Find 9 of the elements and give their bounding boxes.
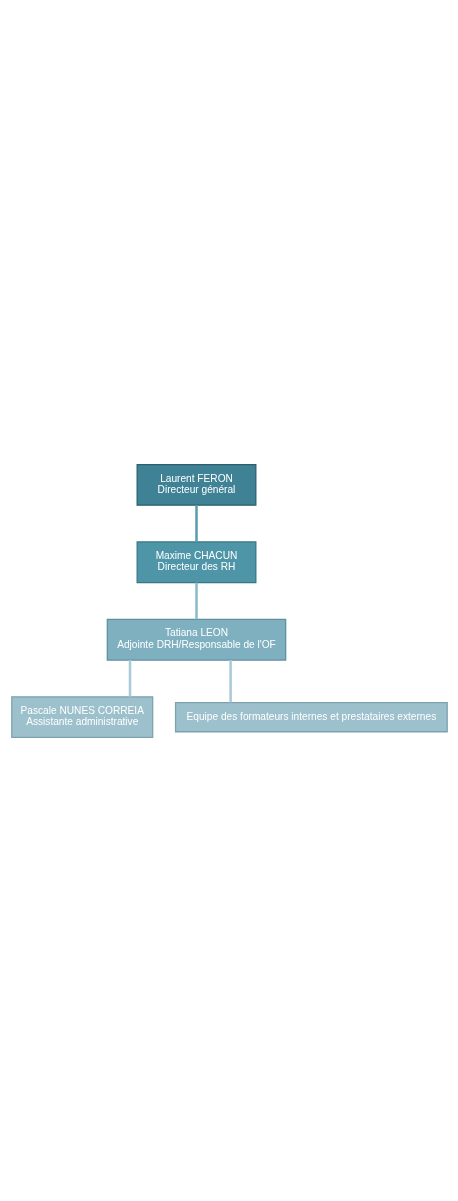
node-box: Laurent FERON Directeur général	[136, 463, 256, 506]
connector	[194, 582, 198, 619]
connector	[194, 504, 198, 542]
node-box: Pascale NUNES CORREIA Assistante administrative	[10, 695, 153, 738]
connector	[128, 659, 131, 697]
node-box: Tatiana LEON Adjointe DRH/Responsable de l'OF	[106, 618, 286, 661]
node-box: Maxime CHACUN Directeur des RH	[136, 540, 256, 583]
node-box: Equipe des formateurs internes et prestataires externes	[174, 701, 448, 732]
connector	[228, 659, 232, 702]
